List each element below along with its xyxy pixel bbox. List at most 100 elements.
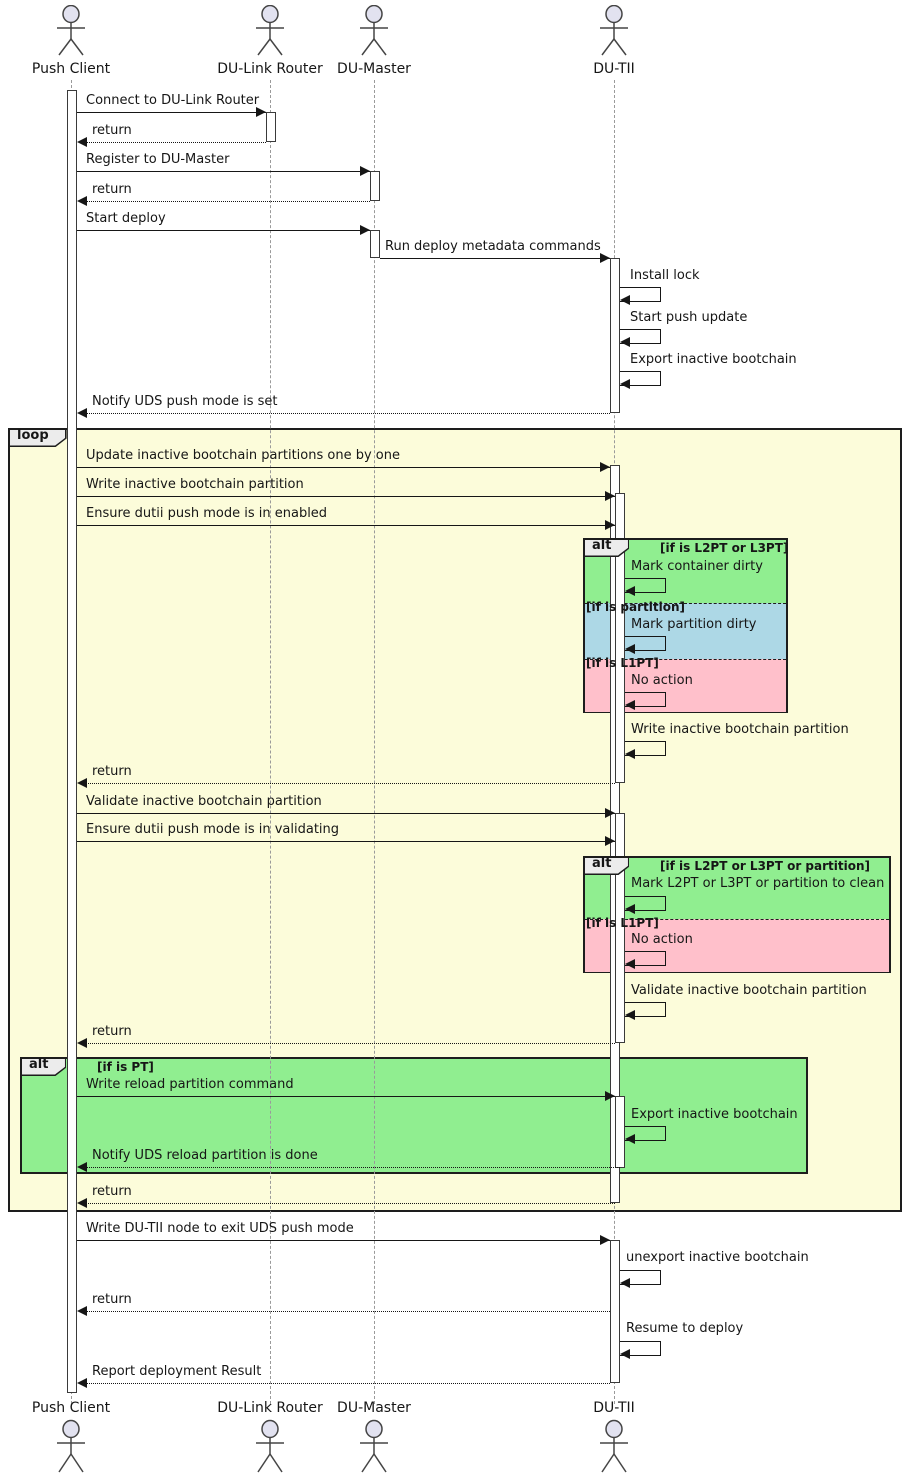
message-label-return-5: return [92, 1184, 132, 1199]
arrowhead-left [77, 1306, 87, 1316]
self-message-loop [620, 1341, 661, 1356]
arrowhead-left [77, 196, 87, 206]
arrowhead-left [620, 379, 630, 389]
return-line [86, 1311, 610, 1312]
message-label-ensure-enabled: Ensure dutii push mode is in enabled [86, 506, 328, 521]
self-message-loop [625, 896, 666, 911]
arrowhead-right [360, 166, 370, 176]
self-message-loop [625, 636, 666, 651]
message-label-export-bootchain-2: Export inactive bootchain [631, 1107, 798, 1122]
message-line [77, 230, 370, 231]
alt1-keyword: alt [592, 538, 612, 553]
self-message-loop [620, 329, 661, 344]
actor-icon [57, 4, 85, 56]
message-line [77, 525, 615, 526]
message-label-no-action-1: No action [631, 673, 693, 688]
message-label-write-reload: Write reload partition command [86, 1077, 294, 1092]
arrowhead-right [256, 107, 266, 117]
arrowhead-left [77, 778, 87, 788]
alt3-keyword-tab: alt [20, 1057, 66, 1076]
arrowhead-right [360, 225, 370, 235]
actor-icon [256, 1419, 284, 1473]
alt2-tab-fill [585, 858, 628, 874]
arrowhead-left [77, 1038, 87, 1048]
alt3-condition: [if is PT] [97, 1060, 154, 1074]
actor-name: DU-TII [593, 61, 635, 77]
lifeline-du-master [374, 80, 375, 1404]
arrowhead-right [605, 491, 615, 501]
actor-name: DU-Link Router [217, 61, 323, 77]
arrowhead-right [600, 1235, 610, 1245]
message-label-return-3: return [92, 764, 132, 779]
actor-du-master-bottom: DU-Master [314, 1400, 434, 1478]
message-label-install-lock: Install lock [630, 268, 700, 283]
actor-icon [57, 1419, 85, 1473]
message-label-validate-partition-2: Validate inactive bootchain partition [631, 983, 867, 998]
message-label-notify-push-mode: Notify UDS push mode is set [92, 394, 278, 409]
return-line [86, 142, 266, 143]
message-label-notify-reload-done: Notify UDS reload partition is done [92, 1148, 318, 1163]
arrowhead-left [625, 904, 635, 914]
actor-push-client-bottom: Push Client [11, 1400, 131, 1478]
actor-name: Push Client [31, 61, 111, 77]
message-label-export-bootchain-1: Export inactive bootchain [630, 352, 797, 367]
message-label-update-partitions: Update inactive bootchain partitions one… [86, 448, 400, 463]
message-line [77, 1240, 610, 1241]
return-line [86, 1043, 615, 1044]
message-label-return-2: return [92, 182, 132, 197]
arrowhead-right [600, 253, 610, 263]
activation-du-master-2 [370, 230, 380, 258]
message-label-write-partition-1: Write inactive bootchain partition [86, 477, 304, 492]
activation-du-link-router [266, 112, 276, 142]
self-message-loop [625, 951, 666, 966]
alt2-condition: [if is L2PT or L3PT or partition] [660, 859, 870, 873]
self-message-loop [625, 692, 666, 707]
return-line [86, 783, 615, 784]
arrowhead-left [625, 1010, 635, 1020]
message-label-start-deploy: Start deploy [86, 211, 166, 226]
alt3-keyword: alt [29, 1057, 49, 1072]
message-label-resume-deploy: Resume to deploy [626, 1321, 744, 1336]
message-label-mark-container-dirty: Mark container dirty [631, 559, 763, 574]
message-label-mark-partition-dirty: Mark partition dirty [631, 617, 757, 632]
arrowhead-right [605, 808, 615, 818]
alt-frame-2 [583, 856, 891, 973]
activation-du-tii-reload [615, 1096, 625, 1168]
alt1-condition-2: [if is partition] [586, 600, 686, 614]
message-label-report-result: Report deployment Result [92, 1364, 262, 1379]
arrowhead-left [625, 749, 635, 759]
alt1-condition-3: [if is L1PT] [586, 656, 659, 670]
actor-icon [600, 1419, 628, 1473]
message-line [77, 467, 610, 468]
arrowhead-right [605, 836, 615, 846]
arrowhead-left [625, 959, 635, 969]
actor-du-master-top: DU-Master [314, 4, 434, 77]
message-line [77, 171, 370, 172]
return-line [86, 1383, 610, 1384]
actor-du-tii-bottom: DU-TII [554, 1400, 674, 1478]
return-line [86, 413, 610, 414]
self-message-loop [620, 287, 661, 302]
message-line [77, 841, 615, 842]
self-message-loop [625, 578, 666, 593]
alt2-keyword: alt [592, 856, 612, 871]
alt1-condition: [if is L2PT or L3PT] [660, 541, 789, 555]
alt2-section-green [585, 858, 889, 919]
actor-icon [360, 4, 388, 56]
message-label-connect: Connect to DU-Link Router [86, 93, 260, 108]
arrowhead-left [625, 586, 635, 596]
self-message-loop [625, 1002, 666, 1017]
actor-du-link-router-top: DU-Link Router [210, 4, 330, 77]
activation-du-tii-exit [610, 1240, 620, 1383]
actor-name: Push Client [31, 1400, 111, 1416]
activation-du-tii-setup [610, 258, 620, 413]
arrowhead-left [620, 295, 630, 305]
arrowhead-left [620, 1349, 630, 1359]
arrowhead-left [620, 1278, 630, 1288]
arrowhead-left [625, 1134, 635, 1144]
actor-du-link-router-bottom: DU-Link Router [210, 1400, 330, 1478]
message-line [380, 258, 610, 259]
arrowhead-left [625, 700, 635, 710]
alt2-keyword-tab: alt [583, 856, 629, 875]
